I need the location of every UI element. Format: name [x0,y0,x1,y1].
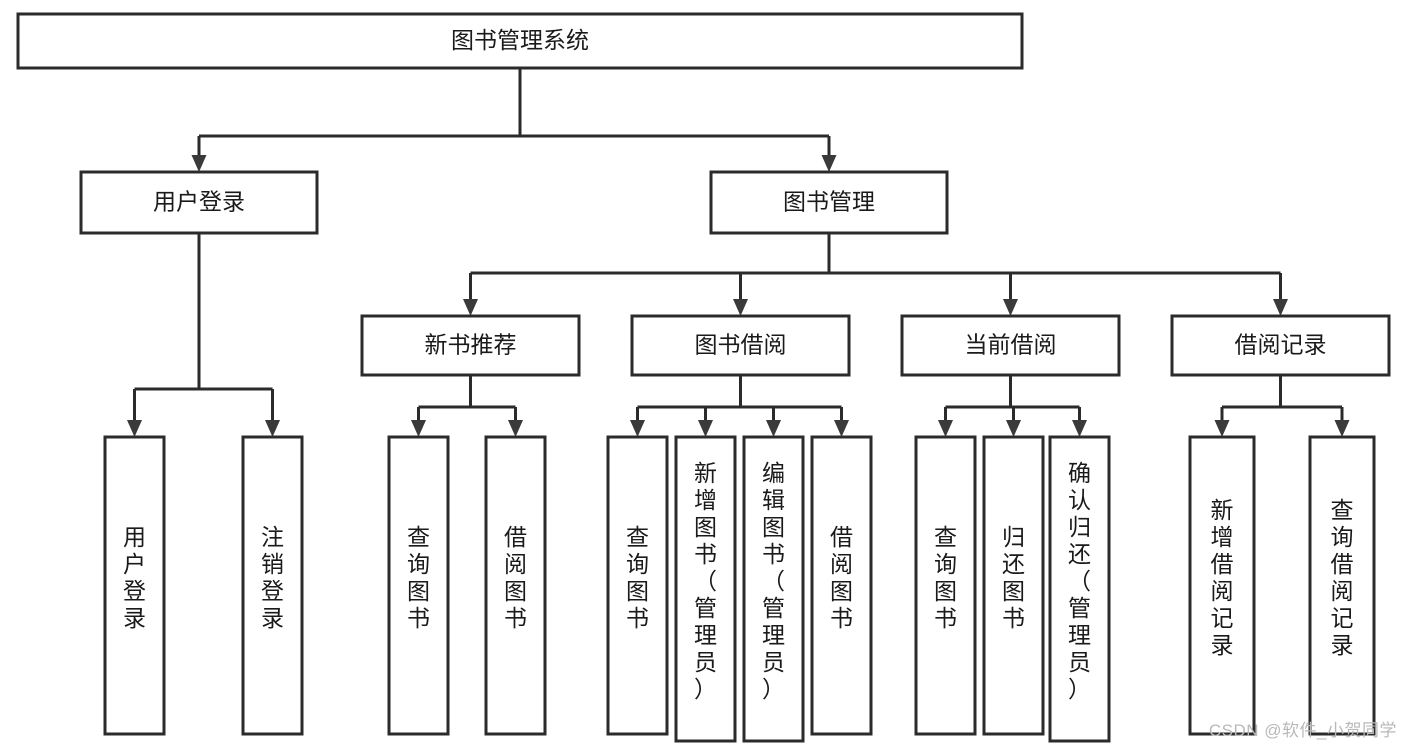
node-box-leaf-add-record [1188,435,1256,736]
node-box-user-login [79,170,319,235]
node-box-leaf-edit-book [742,435,805,743]
arrow-head-leaf-borrow-book-2 [834,420,849,437]
node-box-book-mgmt [709,170,949,235]
node-book-borrow[interactable]: 图书借阅 [630,314,851,377]
node-label-borrow-record: 借阅记录 [1235,332,1327,358]
node-box-book-borrow [630,314,851,377]
arrow-head-leaf-query-book-3 [938,420,953,437]
node-leaf-add-book[interactable]: 新增图书（管理员） [674,435,737,743]
node-book-mgmt[interactable]: 图书管理 [709,170,949,235]
node-label-leaf-add-book: 新增图书（管理员） [694,460,717,702]
node-label-leaf-query-book-3: 查询图书 [934,524,957,631]
node-label-new-book-rec: 新书推荐 [425,332,517,358]
node-label-leaf-query-book-2: 查询图书 [626,524,649,631]
node-box-leaf-user-login [103,435,166,736]
node-box-new-book-rec [360,314,581,377]
node-label-root: 图书管理系统 [451,27,589,53]
node-label-leaf-borrow-book-1: 借阅图书 [504,524,527,631]
node-borrow-record[interactable]: 借阅记录 [1170,314,1391,377]
arrow-head-user-login [191,155,207,172]
arrow-head-current-borrow [1003,299,1018,316]
node-leaf-borrow-book-1[interactable]: 借阅图书 [484,435,547,736]
node-label-leaf-edit-book: 编辑图书（管理员） [762,460,785,702]
node-leaf-user-login[interactable]: 用户登录 [103,435,166,736]
node-leaf-edit-book[interactable]: 编辑图书（管理员） [742,435,805,743]
arrow-head-leaf-edit-book [766,420,781,437]
node-box-current-borrow [900,314,1121,377]
node-label-current-borrow: 当前借阅 [965,332,1057,358]
arrow-head-book-borrow [733,299,748,316]
node-box-leaf-add-book [674,435,737,743]
node-label-leaf-logout: 注销登录 [261,524,284,631]
node-box-borrow-record [1170,314,1391,377]
arrow-head-new-book-rec [463,299,478,316]
node-label-leaf-add-record: 新增借阅记录 [1211,497,1234,658]
node-box-leaf-logout [241,435,304,736]
node-box-leaf-query-record [1308,435,1376,736]
arrow-head-book-mgmt [821,155,837,172]
node-leaf-borrow-book-2[interactable]: 借阅图书 [810,435,873,736]
node-label-leaf-query-record: 查询借阅记录 [1331,497,1354,658]
node-user-login[interactable]: 用户登录 [79,170,319,235]
node-label-leaf-query-book-1: 查询图书 [407,524,430,631]
node-leaf-query-book-2[interactable]: 查询图书 [606,435,669,736]
node-box-leaf-borrow-book-1 [484,435,547,736]
arrow-head-leaf-query-record [1334,420,1350,437]
node-leaf-logout[interactable]: 注销登录 [241,435,304,736]
node-box-leaf-confirm-return [1048,435,1111,743]
node-label-leaf-user-login: 用户登录 [123,524,146,631]
node-label-book-borrow: 图书借阅 [695,332,787,358]
node-label-user-login: 用户登录 [153,189,245,215]
arrow-head-leaf-logout [265,420,280,437]
arrow-head-leaf-borrow-book-1 [508,420,523,437]
edges-layer [127,68,1350,437]
arrow-head-leaf-confirm-return [1072,420,1087,437]
node-box-root [16,12,1024,70]
node-box-leaf-query-book-2 [606,435,669,736]
node-box-leaf-query-book-1 [387,435,450,736]
node-leaf-query-book-3[interactable]: 查询图书 [914,435,977,736]
node-leaf-query-book-1[interactable]: 查询图书 [387,435,450,736]
arrow-head-borrow-record [1273,299,1288,316]
node-label-leaf-confirm-return: 确认归还（管理员） [1068,460,1091,702]
node-current-borrow[interactable]: 当前借阅 [900,314,1121,377]
node-box-leaf-borrow-book-2 [810,435,873,736]
node-leaf-confirm-return[interactable]: 确认归还（管理员） [1048,435,1111,743]
arrow-head-leaf-user-login [127,420,142,437]
arrow-head-leaf-add-record [1214,420,1230,437]
nodes-layer: 图书管理系统用户登录图书管理新书推荐图书借阅当前借阅借阅记录用户登录注销登录查询… [16,12,1391,743]
arrow-head-leaf-query-book-2 [630,420,645,437]
node-box-leaf-query-book-3 [914,435,977,736]
node-new-book-rec[interactable]: 新书推荐 [360,314,581,377]
arrow-head-leaf-query-book-1 [411,420,426,437]
node-label-leaf-borrow-book-2: 借阅图书 [830,524,853,631]
arrow-head-leaf-return-book [1006,420,1021,437]
node-leaf-add-record[interactable]: 新增借阅记录 [1188,435,1256,736]
node-root[interactable]: 图书管理系统 [16,12,1024,70]
node-label-book-mgmt: 图书管理 [783,189,875,215]
arrow-head-leaf-add-book [698,420,713,437]
node-leaf-query-record[interactable]: 查询借阅记录 [1308,435,1376,736]
node-box-leaf-return-book [982,435,1045,736]
node-label-leaf-return-book: 归还图书 [1002,524,1025,631]
node-leaf-return-book[interactable]: 归还图书 [982,435,1045,736]
